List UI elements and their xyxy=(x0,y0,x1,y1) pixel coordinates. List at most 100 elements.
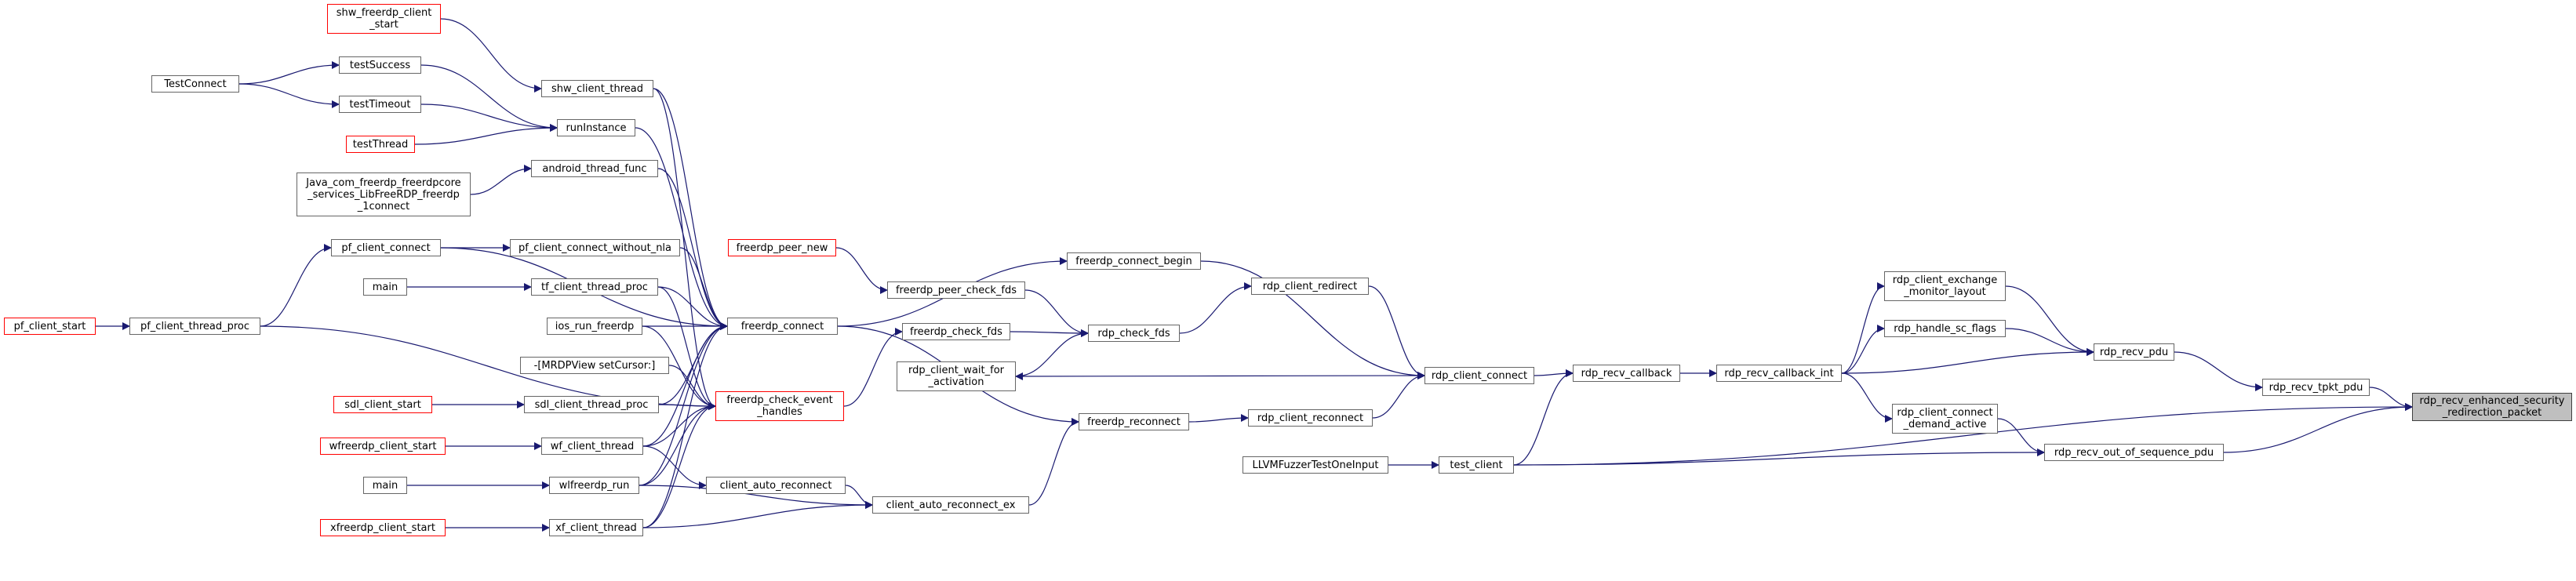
edge-wf_client_thread-to-client_auto_reconnect xyxy=(642,445,707,489)
edge-testSuccess-to-runInstance xyxy=(420,64,558,132)
node-rdp-handle-sc-flags[interactable]: rdp_handle_sc_flags xyxy=(1884,320,2006,337)
node-sdl-client-thread-proc[interactable]: sdl_client_thread_proc xyxy=(524,396,659,413)
edge-shw_freerdp_client_start-to-shw_client_thread xyxy=(440,18,542,93)
node-llvm-fuzzer-test-one-input[interactable]: LLVMFuzzerTestOneInput xyxy=(1243,456,1388,474)
node-rdp-client-redirect[interactable]: rdp_client_redirect xyxy=(1251,278,1369,295)
node-test-thread[interactable]: testThread xyxy=(346,136,415,153)
node-ios-run-freerdp[interactable]: ios_run_freerdp xyxy=(547,318,642,335)
edge-java_connect-to-android_thread_func xyxy=(470,165,532,195)
edge-rdp_recv_callback_int-to-rdp_handle_sc_flags xyxy=(1841,325,1885,374)
edge-rdp_recv_pdu-to-rdp_recv_tpkt_pdu xyxy=(2174,351,2263,391)
node-xfreerdp-client-start[interactable]: xfreerdp_client_start xyxy=(320,519,446,536)
node-rdp-client-exchange-monitor-layout[interactable]: rdp_client_exchange _monitor_layout xyxy=(1884,271,2006,301)
node-rdp-recv-out-of-sequence-pdu[interactable]: rdp_recv_out_of_sequence_pdu xyxy=(2044,444,2224,461)
node-freerdp-connect[interactable]: freerdp_connect xyxy=(727,318,838,335)
edge-pf_client_thread_proc-to-pf_client_connect xyxy=(260,244,332,327)
edge-TestConnect-to-testSuccess xyxy=(238,61,340,85)
edge-rdp_recv_callback_int-to-rdp_client_connect_demand_active xyxy=(1841,372,1893,423)
edge-TestConnect-to-testTimeout xyxy=(238,83,340,108)
edge-shw_client_thread-to-freerdp_connect xyxy=(653,88,728,330)
edge-rdp_client_redirect-to-rdp_client_connect xyxy=(1368,285,1425,379)
edge-runInstance-to-freerdp_connect xyxy=(635,127,728,330)
edge-testTimeout-to-runInstance xyxy=(420,103,558,132)
node-freerdp-peer-new[interactable]: freerdp_peer_new xyxy=(728,239,836,256)
edge-rdp_check_fds-to-rdp_client_redirect xyxy=(1179,282,1252,334)
node-freerdp-peer-check-fds[interactable]: freerdp_peer_check_fds xyxy=(887,281,1025,299)
edge-testThread-to-runInstance xyxy=(414,124,558,145)
node-client-auto-reconnect[interactable]: client_auto_reconnect xyxy=(706,477,846,494)
node-rdp-recv-tpkt-pdu[interactable]: rdp_recv_tpkt_pdu xyxy=(2262,379,2370,396)
node-rdp-recv-pdu[interactable]: rdp_recv_pdu xyxy=(2094,343,2174,361)
node-rdp-check-fds[interactable]: rdp_check_fds xyxy=(1088,325,1180,342)
edge-tf_client_thread_proc-to-freerdp_connect xyxy=(657,286,728,330)
node-pf-client-connect-without-nla[interactable]: pf_client_connect_without_nla xyxy=(510,239,680,256)
node-wlfreerdp-run[interactable]: wlfreerdp_run xyxy=(549,477,639,494)
edge-rdp_client_exchange_monitor_layout-to-rdp_recv_pdu xyxy=(2005,285,2094,356)
node-freerdp-check-event-handles[interactable]: freerdp_check_event _handles xyxy=(715,391,844,421)
edge-shw_client_thread-to-freerdp_check_event_handles xyxy=(653,88,716,410)
edge-pf_client_connect_without_nla-to-freerdp_connect xyxy=(679,247,728,330)
node-freerdp-reconnect[interactable]: freerdp_reconnect xyxy=(1079,413,1189,430)
node-rdp-client-connect-demand-active[interactable]: rdp_client_connect _demand_active xyxy=(1892,404,1998,434)
node-wfreerdp-client-start[interactable]: wfreerdp_client_start xyxy=(320,438,446,455)
edge-tf_client_thread_proc-to-freerdp_check_event_handles xyxy=(657,286,716,410)
node-rdp-recv-enhanced-security-redirection-packet[interactable]: rdp_recv_enhanced_security _redirection_… xyxy=(2412,393,2572,421)
node-sdl-client-start[interactable]: sdl_client_start xyxy=(333,396,432,413)
edge-wlfreerdp_run-to-freerdp_check_event_handles xyxy=(639,402,716,486)
node-pf-client-start[interactable]: pf_client_start xyxy=(4,318,96,335)
edge-rdp_recv_out_of_sequence_pdu-to-root xyxy=(2223,403,2413,453)
edge-freerdp_check_fds-to-rdp_check_fds xyxy=(1010,329,1089,337)
edge-client_auto_reconnect_ex-to-freerdp_reconnect xyxy=(1028,418,1079,506)
edge-rdp_client_reconnect-to-rdp_client_connect xyxy=(1372,372,1425,419)
node-rdp-client-reconnect[interactable]: rdp_client_reconnect xyxy=(1248,409,1373,427)
edge-rdp_client_wait_for_activation-to-rdp_check_fds xyxy=(1015,329,1089,377)
node-tf-client-thread-proc[interactable]: tf_client_thread_proc xyxy=(531,278,658,296)
node-rdp-client-wait-for-activation[interactable]: rdp_client_wait_for _activation xyxy=(897,361,1016,391)
edge-test_client-to-root xyxy=(1513,403,2413,466)
node-freerdp-check-fds[interactable]: freerdp_check_fds xyxy=(902,323,1010,340)
node-test-timeout[interactable]: testTimeout xyxy=(339,96,421,113)
node-test-client[interactable]: test_client xyxy=(1439,456,1514,474)
edge-rdp_recv_callback_int-to-rdp_client_exchange_monitor_layout xyxy=(1841,282,1885,374)
node-shw-client-thread[interactable]: shw_client_thread xyxy=(541,80,653,97)
edge-xf_client_thread-to-freerdp_check_event_handles xyxy=(642,402,716,528)
edge-client_auto_reconnect-to-client_auto_reconnect_ex xyxy=(845,485,873,509)
edge-mrdpview_setcursor-to-freerdp_check_event_handles xyxy=(668,365,716,410)
node-rdp-recv-callback-int[interactable]: rdp_recv_callback_int xyxy=(1716,365,1842,382)
node-main-tf[interactable]: main xyxy=(363,278,407,296)
node-main-wl[interactable]: main xyxy=(363,477,407,494)
node-xf-client-thread[interactable]: xf_client_thread xyxy=(549,519,643,536)
edge-rdp_client_connect_demand_active-to-rdp_recv_out_of_sequence_pdu xyxy=(1997,418,2045,456)
node-test-connect[interactable]: TestConnect xyxy=(151,75,239,93)
node-shw-freerdp-client-start[interactable]: shw_freerdp_client _start xyxy=(327,4,441,34)
node-test-success[interactable]: testSuccess xyxy=(339,56,421,74)
node-run-instance[interactable]: runInstance xyxy=(557,119,635,136)
edge-freerdp_peer_check_fds-to-rdp_check_fds xyxy=(1024,289,1089,337)
edge-rdp_recv_tpkt_pdu-to-root xyxy=(2369,387,2413,411)
node-rdp-client-connect[interactable]: rdp_client_connect xyxy=(1424,367,1534,384)
node-freerdp-connect-begin[interactable]: freerdp_connect_begin xyxy=(1067,252,1201,270)
node-mrdpview-setcursor[interactable]: -[MRDPView setCursor:] xyxy=(520,357,669,374)
edge-rdp_recv_callback_int-to-rdp_recv_pdu xyxy=(1841,348,2094,374)
edge-freerdp_check_event_handles-to-freerdp_check_fds xyxy=(843,328,903,407)
edge-xf_client_thread-to-freerdp_connect xyxy=(642,322,728,528)
edge-wf_client_thread-to-freerdp_check_event_handles xyxy=(642,402,716,447)
edge-freerdp_reconnect-to-rdp_client_reconnect xyxy=(1188,414,1249,423)
node-wf-client-thread[interactable]: wf_client_thread xyxy=(541,438,643,455)
node-rdp-recv-callback[interactable]: rdp_recv_callback xyxy=(1573,365,1680,382)
edge-freerdp_peer_new-to-freerdp_peer_check_fds xyxy=(835,247,888,294)
edge-rdp_handle_sc_flags-to-rdp_recv_pdu xyxy=(2005,328,2094,356)
node-android-thread-func[interactable]: android_thread_func xyxy=(531,160,658,177)
node-pf-client-thread-proc[interactable]: pf_client_thread_proc xyxy=(129,318,260,335)
node-java-libfreerdp-connect[interactable]: Java_com_freerdp_freerdpcore _services_L… xyxy=(297,172,471,216)
edge-wf_client_thread-to-freerdp_connect xyxy=(642,322,728,447)
node-pf-client-connect[interactable]: pf_client_connect xyxy=(331,239,441,256)
node-client-auto-reconnect-ex[interactable]: client_auto_reconnect_ex xyxy=(872,496,1029,514)
edge-xf_client_thread-to-client_auto_reconnect_ex xyxy=(642,501,873,528)
edge-freerdp_connect_begin-to-rdp_client_connect xyxy=(1200,260,1425,379)
edge-test_client-to-rdp_recv_callback xyxy=(1513,369,1574,466)
edge-wlfreerdp_run-to-client_auto_reconnect_ex xyxy=(639,485,873,509)
edge-test_client-to-rdp_recv_out_of_sequence_pdu xyxy=(1513,448,2045,466)
